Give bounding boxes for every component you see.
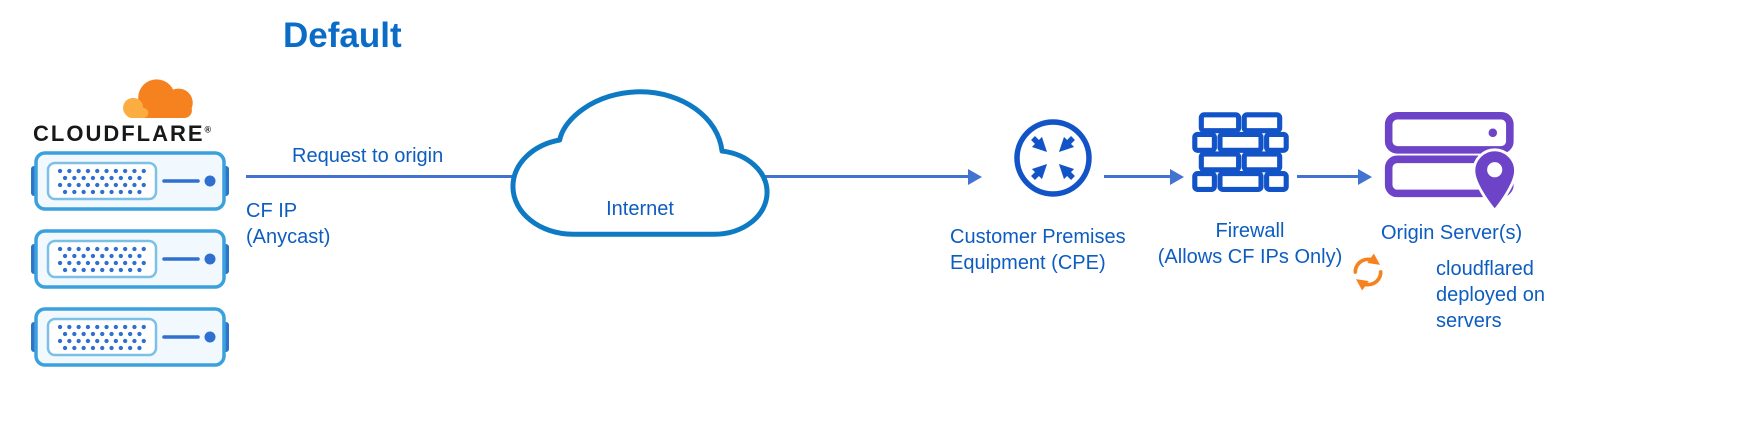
cpe-to-firewall-arrow-head <box>1170 169 1184 185</box>
edge-server-icon <box>30 228 230 290</box>
request-to-origin-label: Request to origin <box>292 145 444 167</box>
cpe-icon <box>1014 119 1092 197</box>
edge-server-icon <box>30 150 230 212</box>
firewall-to-origin-arrow-head <box>1358 169 1372 185</box>
origin-server-label: Origin Server(s) <box>1381 222 1523 244</box>
cloudflare-wordmark: CLOUDFLARE® <box>33 121 211 147</box>
diagram-title: Default <box>283 16 402 55</box>
cloudflare-logo-icon <box>123 79 193 118</box>
firewall-to-origin-arrow-line <box>1297 175 1360 178</box>
cloudflare-brand-text: CLOUDFLARE <box>33 121 205 146</box>
cpe-label: Customer Premises Equipment (CPE) <box>950 226 1126 274</box>
cloudflared-label: cloudflared deployed on servers <box>1436 258 1545 332</box>
cloudflared-sync-icon <box>1353 253 1383 291</box>
internet-cloud-icon <box>505 84 775 242</box>
registered-trademark: ® <box>204 124 212 135</box>
firewall-label: Firewall (Allows CF IPs Only) <box>1157 220 1343 268</box>
cpe-to-firewall-arrow-line <box>1104 175 1172 178</box>
internet-label: Internet <box>606 198 674 220</box>
location-pin-icon <box>1472 148 1517 213</box>
edge-server-icon <box>30 306 230 368</box>
cloud-shape <box>505 84 775 242</box>
origin-server-icon <box>1384 111 1517 213</box>
request-arrow-head <box>968 169 982 185</box>
firewall-icon <box>1192 112 1289 193</box>
cf-ip-anycast-label: CF IP (Anycast) <box>246 200 331 248</box>
